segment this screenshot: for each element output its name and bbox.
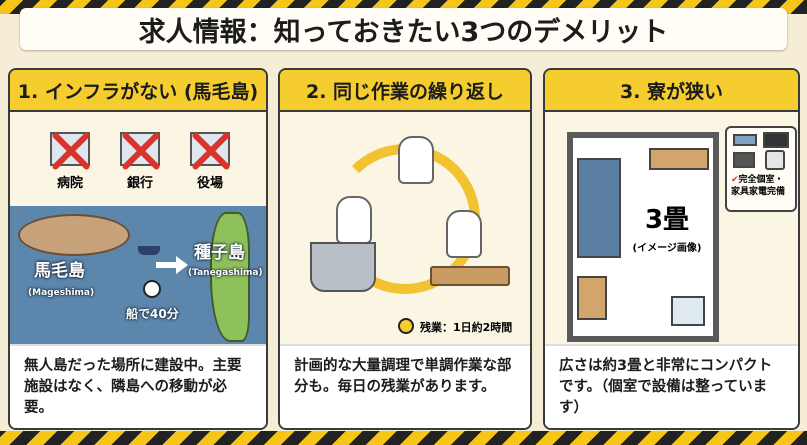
panel-small-dorm: 3. 寮が狭い 3畳 (イメージ画像) ✔完全個室・家具家電完備 広さは約3畳と… [543, 68, 800, 430]
desk-icon [577, 276, 607, 320]
crossed-out-icon [50, 132, 90, 166]
panel-description: 広さは約3畳と非常にコンパクトです。（個室で設備は整っています） [545, 344, 798, 428]
bed-icon [733, 134, 757, 146]
cooking-cycle-illustration: 残業：1日約2時間 [280, 114, 530, 344]
overtime-label: 残業：1日約2時間 [420, 321, 513, 334]
infrastructure-illustration: 病院 銀行 役場 馬毛島 (Mageshima) 種子島 (Tanegashim… [10, 114, 266, 344]
panel-heading: 3. 寮が狭い [545, 70, 798, 112]
stockpot-icon [310, 242, 376, 292]
facility-label: 病院 [56, 176, 83, 191]
bed-icon [577, 158, 621, 258]
bank-icon: 銀行 [112, 132, 168, 191]
room-floorplan: 3畳 (イメージ画像) [567, 132, 719, 342]
panel-heading: 1. インフラがない (馬毛島) [10, 70, 266, 112]
fridge-icon [671, 296, 705, 326]
travel-time: 船で40分 [126, 307, 179, 321]
page-title: 求人情報：知っておきたい3つのデメリット [20, 8, 787, 50]
facility-label: 銀行 [126, 176, 153, 191]
clock-icon [143, 280, 161, 298]
island-label-en: (Tanegashima) [188, 268, 263, 278]
crossed-out-icon [190, 132, 230, 166]
tanegashima-island-icon [210, 212, 250, 342]
desk-icon [649, 148, 709, 170]
island-label: 種子島 [194, 243, 245, 263]
town-hall-icon: 役場 [182, 132, 238, 191]
chef-icon [398, 136, 434, 184]
chef-icon [446, 210, 482, 258]
hazard-stripe-bottom [0, 431, 807, 445]
dorm-floorplan-illustration: 3畳 (イメージ画像) ✔完全個室・家具家電完備 [545, 114, 798, 344]
room-note: (イメージ画像) [632, 243, 702, 254]
chef-icon [336, 196, 372, 244]
panel-description: 無人島だった場所に建設中。主要施設はなく、隣島への移動が必要。 [10, 344, 266, 428]
amenities-callout: ✔完全個室・家具家電完備 [725, 126, 797, 212]
panel-description: 計画的な大量調理で単調作業な部分も。毎日の残業があります。 [280, 344, 530, 428]
callout-text: 完全個室・家具家電完備 [731, 175, 786, 197]
check-icon: ✔ [731, 175, 739, 185]
arrow-icon [156, 256, 188, 274]
island-label-en: (Mageshima) [28, 288, 95, 298]
facility-label: 役場 [196, 176, 223, 191]
clock-icon [398, 318, 414, 334]
island-label: 馬毛島 [34, 261, 85, 281]
tv-icon [733, 152, 755, 168]
boat-icon [138, 246, 160, 255]
panel-repetitive-work: 2. 同じ作業の繰り返し 残業：1日約2時間 計画的な大量調理で単調作業な部分も… [278, 68, 532, 430]
room-size: 3畳 [644, 205, 690, 235]
monitor-icon [763, 132, 789, 148]
panel-infrastructure: 1. インフラがない (馬毛島) 病院 銀行 役場 馬毛島 (Mageshima… [8, 68, 268, 430]
cutting-board-icon [430, 266, 510, 286]
washing-machine-icon [765, 150, 785, 170]
hospital-icon: 病院 [42, 132, 98, 191]
mageshima-island-icon [18, 214, 130, 256]
sea: 馬毛島 (Mageshima) 種子島 (Tanegashima) 船で40分 [10, 206, 266, 344]
panel-heading: 2. 同じ作業の繰り返し [280, 70, 530, 112]
crossed-out-icon [120, 132, 160, 166]
